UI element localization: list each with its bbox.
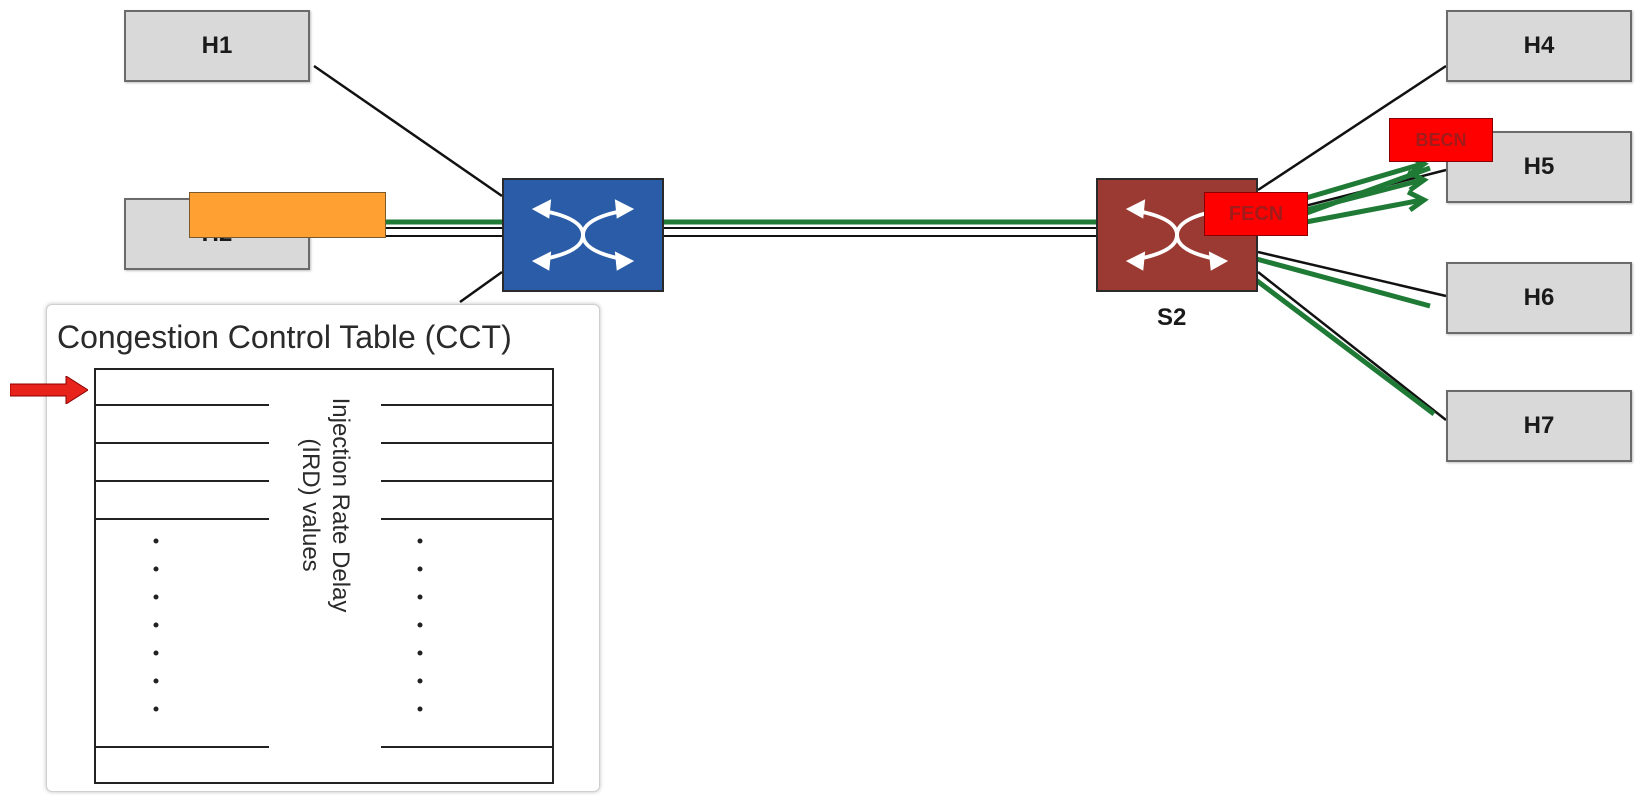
switch-s1[interactable] (502, 178, 664, 292)
cct-content-line2: (IRD) values (297, 438, 324, 572)
cct-content-line1: Injection Rate Delay (327, 397, 354, 613)
host-h4[interactable]: H4 (1446, 10, 1632, 82)
becn-flag: BECN (1389, 118, 1493, 162)
congestion-control-table: Congestion Control Table (CCT) Injection… (46, 304, 600, 792)
host-h6[interactable]: H6 (1446, 262, 1632, 334)
host-h4-label: H4 (1523, 32, 1555, 59)
data-packet (189, 192, 386, 238)
link-s2-h4 (1257, 64, 1447, 192)
link-s2-h7 (1257, 271, 1447, 421)
host-h7[interactable]: H7 (1446, 390, 1632, 462)
cct-index-pointer-arrow (10, 376, 88, 404)
cct-title: Congestion Control Table (CCT) (57, 319, 512, 355)
switch-arrows-icon (531, 199, 635, 271)
switch-s2-label: S2 (1157, 304, 1187, 331)
link-h3-s1 (459, 270, 503, 304)
cct-content-label: Injection Rate Delay (IRD) values (295, 355, 355, 655)
host-h6-label: H6 (1523, 284, 1555, 311)
link-h1-s1 (313, 64, 503, 198)
host-h1[interactable]: H1 (124, 10, 310, 82)
host-h5-label: H5 (1523, 153, 1555, 180)
host-h1-label: H1 (201, 32, 233, 59)
cct-grid (94, 368, 554, 784)
flow-to-h5-a (1305, 161, 1423, 201)
link-s2-h6 (1257, 250, 1447, 298)
flow-to-h5-c (1305, 197, 1423, 225)
fecn-flag: FECN (1204, 192, 1308, 236)
host-h7-label: H7 (1523, 412, 1555, 439)
switch-arrows-icon (1125, 199, 1229, 271)
flow-h5-arrowhead-c (1406, 189, 1429, 213)
